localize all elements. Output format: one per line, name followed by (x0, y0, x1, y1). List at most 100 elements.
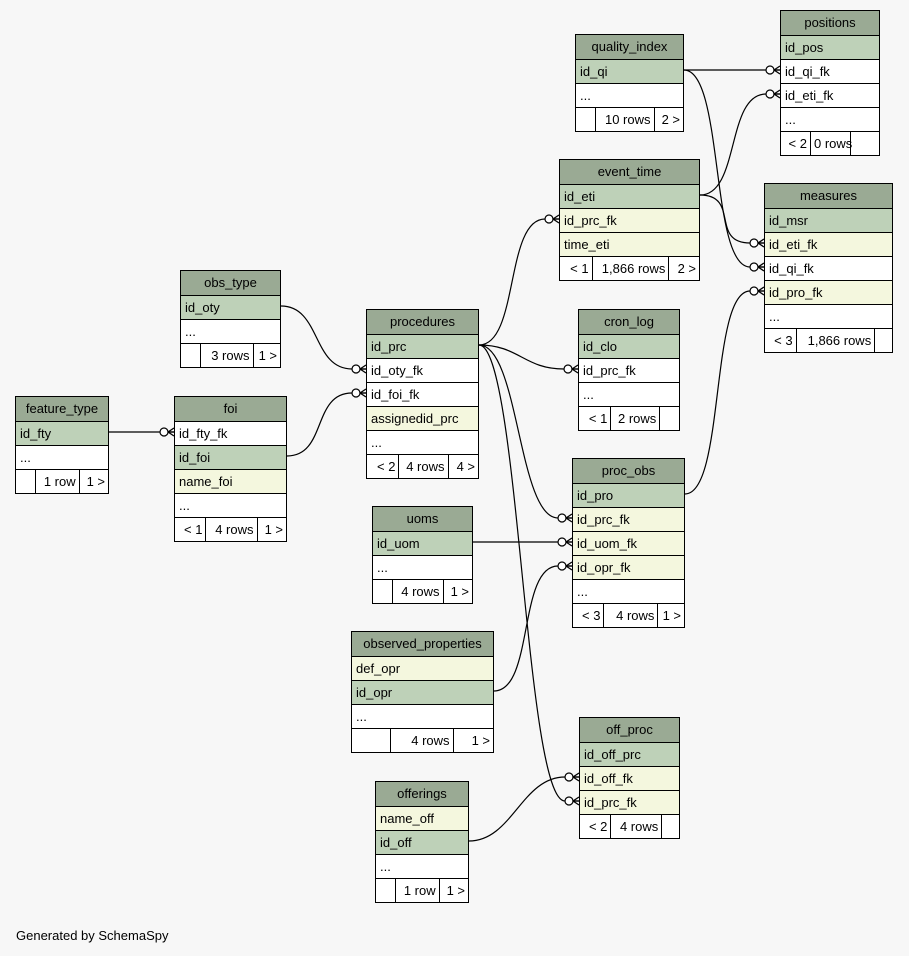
table-header[interactable]: uoms (373, 507, 472, 531)
column-row[interactable]: id_eti_fk (781, 83, 879, 107)
more-columns[interactable]: ... (352, 704, 493, 728)
table-header[interactable]: positions (781, 11, 879, 35)
parents-link[interactable]: < 1 (570, 261, 589, 276)
column-row[interactable]: time_eti (560, 232, 699, 256)
column-row[interactable]: id_uom_fk (573, 531, 684, 555)
parents-link[interactable]: < 2 (588, 819, 608, 834)
primary-key-column[interactable]: id_qi (576, 59, 683, 83)
children-link[interactable]: 1 > (78, 470, 108, 493)
parents-link[interactable] (352, 729, 390, 752)
more-columns[interactable]: ... (367, 430, 478, 454)
column-row[interactable]: id_prc_fk (573, 507, 684, 531)
column-row[interactable]: id_pro_fk (765, 280, 892, 304)
more-columns[interactable]: ... (781, 107, 879, 131)
children-link[interactable]: 4 > (447, 455, 478, 478)
table-header[interactable]: cron_log (579, 310, 679, 334)
more-columns[interactable]: ... (376, 854, 468, 878)
more-columns[interactable]: ... (579, 382, 679, 406)
children-link[interactable]: 2 > (668, 257, 699, 280)
column-row[interactable]: name_off (376, 806, 468, 830)
table-header[interactable]: event_time (560, 160, 699, 184)
table-header[interactable]: feature_type (16, 397, 108, 421)
column-row[interactable]: id_eti_fk (765, 232, 892, 256)
table-header[interactable]: obs_type (181, 271, 280, 295)
table-header[interactable]: measures (765, 184, 892, 208)
parents-link[interactable]: < 1 (588, 411, 608, 426)
children-link[interactable] (659, 407, 679, 430)
parents-link[interactable]: < 1 (184, 522, 203, 537)
table-header[interactable]: observed_properties (352, 632, 493, 656)
parents-link[interactable] (181, 344, 200, 367)
column-row[interactable]: id_prc_fk (579, 358, 679, 382)
more-columns[interactable]: ... (181, 319, 280, 343)
column-row[interactable]: id_off_fk (580, 766, 679, 790)
children-link[interactable] (849, 132, 879, 155)
table-header[interactable]: proc_obs (573, 459, 684, 483)
parents-link[interactable] (16, 470, 35, 493)
primary-key-column[interactable]: id_foi (175, 445, 286, 469)
parents-link[interactable]: < 3 (582, 608, 601, 623)
primary-key-column[interactable]: id_oty (181, 295, 280, 319)
column-row[interactable]: id_prc_fk (580, 790, 679, 814)
parents-link[interactable] (376, 879, 395, 902)
children-link[interactable]: 1 > (452, 729, 493, 752)
children-link[interactable] (874, 329, 892, 352)
more-columns[interactable]: ... (573, 579, 684, 603)
column-row[interactable]: id_fty_fk (175, 421, 286, 445)
children-link[interactable]: 1 > (252, 344, 280, 367)
column-row[interactable]: id_prc_fk (560, 208, 699, 232)
column-row[interactable]: assignedid_prc (367, 406, 478, 430)
more-columns[interactable]: ... (576, 83, 683, 107)
children-link[interactable]: 1 > (256, 518, 287, 541)
parents-link[interactable]: < 2 (377, 459, 396, 474)
more-columns[interactable]: ... (373, 555, 472, 579)
parents-link[interactable]: < 2 (788, 136, 807, 151)
primary-key-column[interactable]: id_clo (579, 334, 679, 358)
primary-key-column[interactable]: id_pro (573, 483, 684, 507)
children-link[interactable]: 1 > (438, 879, 468, 902)
primary-key-column[interactable]: id_eti (560, 184, 699, 208)
primary-key-column[interactable]: id_prc (367, 334, 478, 358)
table-header[interactable]: off_proc (580, 718, 679, 742)
table-header[interactable]: quality_index (576, 35, 683, 59)
column-row[interactable]: id_qi_fk (765, 256, 892, 280)
more-columns[interactable]: ... (175, 493, 286, 517)
more-columns[interactable]: ... (16, 445, 108, 469)
parents-link[interactable] (576, 108, 595, 131)
children-link[interactable] (661, 815, 679, 838)
column-row[interactable]: def_opr (352, 656, 493, 680)
parents-link[interactable] (373, 580, 392, 603)
column-row[interactable]: id_foi_fk (367, 382, 478, 406)
primary-key-column[interactable]: id_off (376, 830, 468, 854)
primary-key-column[interactable]: id_pos (781, 35, 879, 59)
column-row[interactable]: name_foi (175, 469, 286, 493)
parents-link[interactable]: < 3 (774, 333, 793, 348)
primary-key-column[interactable]: id_off_prc (580, 742, 679, 766)
children-link[interactable]: 2 > (653, 108, 683, 131)
primary-key-column[interactable]: id_msr (765, 208, 892, 232)
table-header[interactable]: procedures (367, 310, 478, 334)
primary-key-column[interactable]: id_uom (373, 531, 472, 555)
more-columns[interactable]: ... (765, 304, 892, 328)
column-row[interactable]: id_oty_fk (367, 358, 478, 382)
table-header[interactable]: foi (175, 397, 286, 421)
primary-key-column[interactable]: id_opr (352, 680, 493, 704)
children-link[interactable]: 1 > (442, 580, 472, 603)
children-link[interactable]: 1 > (657, 604, 684, 627)
table-header[interactable]: offerings (376, 782, 468, 806)
primary-key-column[interactable]: id_fty (16, 421, 108, 445)
